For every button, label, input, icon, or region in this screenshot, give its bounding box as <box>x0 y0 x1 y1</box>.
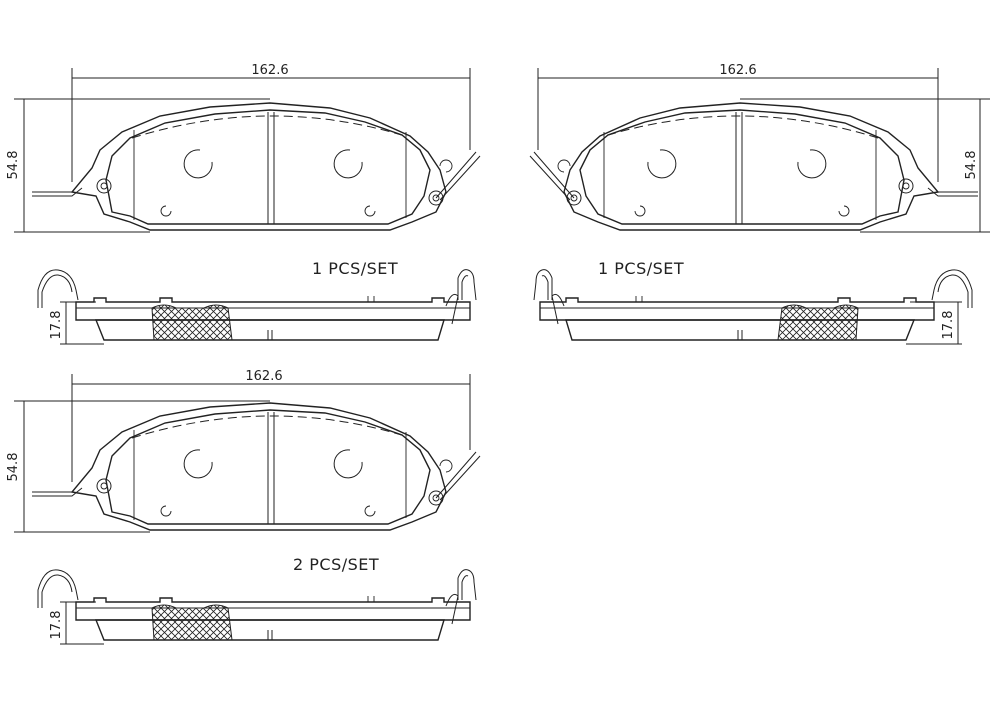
pad-face-top-right: 162.6 54.8 <box>529 63 990 233</box>
width-dimension-label: 162.6 <box>245 369 282 384</box>
height-dimension-label: 54.8 <box>6 453 21 482</box>
set-quantity-label: 1 PCS/SET <box>312 259 398 278</box>
thickness-dimension-label: 17.8 <box>49 311 64 340</box>
thickness-dimension-label: 17.8 <box>941 311 956 340</box>
width-dimension-label: 162.6 <box>251 63 288 78</box>
height-dimension-label: 54.8 <box>6 151 21 180</box>
pad-side-top-right: 17.8 <box>533 268 973 345</box>
pad-side-bottom: 17.8 <box>37 568 477 645</box>
pad-side-top-left: 17.8 <box>37 268 477 345</box>
height-dimension-label: 54.8 <box>964 151 979 180</box>
set-quantity-label: 1 PCS/SET <box>598 259 684 278</box>
pad-face-bottom: 162.6 54.8 <box>6 369 481 533</box>
width-dimension-label: 162.6 <box>719 63 756 78</box>
pad-face-top-left: 162.6 54.8 <box>6 63 481 233</box>
set-quantity-label: 2 PCS/SET <box>293 555 379 574</box>
thickness-dimension-label: 17.8 <box>49 611 64 640</box>
